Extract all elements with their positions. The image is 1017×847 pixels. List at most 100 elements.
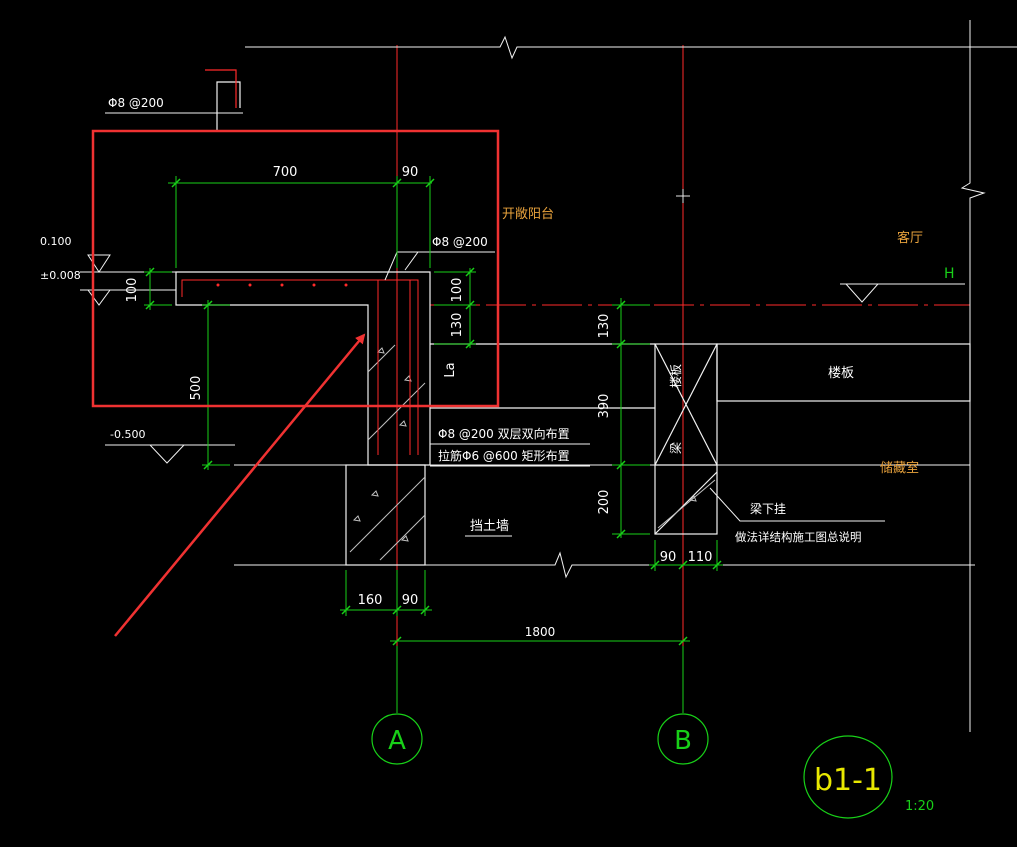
dim-130-mid: 130 bbox=[597, 314, 612, 339]
axis-bubbles bbox=[371, 713, 893, 819]
tick bbox=[171, 178, 181, 188]
annotation-text: Φ8 @200 开敞阳台 Φ8 @200 Φ8 @200 双层双向布置 拉筋Φ6… bbox=[40, 96, 955, 544]
level-h-label: H bbox=[944, 266, 955, 282]
dim-500: 500 bbox=[189, 376, 204, 401]
rebar-note-2: 拉筋Φ6 @600 矩形布置 bbox=[438, 448, 570, 463]
hatch-tri-6 bbox=[688, 495, 697, 502]
rebar-slab-top bbox=[181, 279, 419, 455]
detail-id-label: b1-1 bbox=[814, 763, 882, 798]
top-break-line bbox=[245, 35, 1017, 60]
balcony-label: 开敞阳台 bbox=[502, 206, 554, 222]
axis-bubble-text: A B bbox=[388, 726, 692, 756]
top-hook-red bbox=[205, 69, 237, 108]
level-marker-010 bbox=[87, 254, 111, 273]
beam-diag-2 bbox=[654, 343, 718, 466]
rebar-slab-label: Φ8 @200 bbox=[432, 235, 488, 249]
axis-bubble-a bbox=[371, 713, 423, 765]
tick bbox=[465, 300, 475, 310]
rebar-dot bbox=[216, 283, 220, 287]
dimension-text: 700 90 100 100 130 500 130 390 200 160 9… bbox=[125, 165, 712, 639]
rebar-lines bbox=[181, 279, 419, 455]
scale-label: 1:20 bbox=[905, 799, 934, 814]
dim-90-top: 90 bbox=[402, 165, 419, 180]
hatch-tri-1 bbox=[376, 347, 385, 354]
rebar-dot bbox=[312, 283, 316, 287]
level-marker-h bbox=[844, 283, 880, 303]
leader-lines bbox=[105, 112, 885, 537]
hatch-tri-5 bbox=[400, 535, 409, 542]
dim-700: 700 bbox=[273, 165, 298, 180]
beam-note-label: 梁下挂 bbox=[750, 501, 786, 516]
retaining-wall-block bbox=[345, 464, 426, 566]
tick bbox=[203, 460, 213, 470]
dim-1800: 1800 bbox=[525, 625, 556, 639]
axis-a-label: A bbox=[388, 726, 406, 756]
tick bbox=[392, 636, 402, 646]
level-marker-0008 bbox=[87, 289, 111, 306]
hatch-5 bbox=[657, 479, 716, 529]
tick bbox=[650, 560, 660, 570]
leader-slab-rebar bbox=[384, 251, 495, 281]
tick bbox=[678, 560, 688, 570]
rebar-dot bbox=[248, 283, 252, 287]
tick bbox=[616, 300, 626, 310]
floor-slab-vertical-label: 楼板 bbox=[668, 364, 683, 388]
balcony-slab-outline bbox=[175, 271, 431, 466]
dim-110: 110 bbox=[688, 550, 713, 565]
dim-90-bottom: 90 bbox=[402, 593, 419, 608]
dim-130-right: 130 bbox=[450, 313, 465, 338]
hatch-3 bbox=[349, 476, 426, 553]
level-label-0008: ±0.008 bbox=[40, 269, 81, 282]
highlight-box bbox=[91, 129, 500, 408]
floor-slab-label: 楼板 bbox=[828, 366, 854, 381]
dim-90-beam: 90 bbox=[660, 550, 677, 565]
dim-160: 160 bbox=[358, 593, 383, 608]
right-break-line bbox=[960, 20, 986, 732]
dim-100-right: 100 bbox=[450, 278, 465, 303]
hatch-tri-4 bbox=[370, 490, 379, 497]
level-label-minus05: -0.500 bbox=[110, 428, 145, 441]
tick bbox=[145, 267, 155, 277]
beam-diag-3 bbox=[654, 471, 718, 535]
tick bbox=[712, 560, 722, 570]
retaining-wall-label: 挡土墙 bbox=[470, 519, 509, 534]
level-label-010: 0.100 bbox=[40, 235, 72, 248]
hatch-4 bbox=[379, 514, 426, 561]
detail-bubble bbox=[803, 735, 893, 819]
tick bbox=[341, 605, 351, 615]
tick bbox=[616, 529, 626, 539]
la-label: La bbox=[443, 362, 458, 377]
rebar-dot bbox=[280, 283, 284, 287]
axis-lines bbox=[396, 45, 970, 705]
tick bbox=[392, 178, 402, 188]
tick bbox=[425, 178, 435, 188]
cursor-icon bbox=[676, 189, 690, 203]
axis-b-label: B bbox=[674, 726, 692, 756]
highlight-arrow bbox=[114, 333, 366, 637]
tick bbox=[465, 267, 475, 277]
hatch-tri-7 bbox=[352, 515, 361, 522]
storage-room-label: 储藏室 bbox=[880, 460, 919, 476]
hatch-1 bbox=[367, 344, 396, 373]
tick bbox=[616, 460, 626, 470]
leader-beam-note bbox=[709, 487, 885, 522]
tick bbox=[203, 300, 213, 310]
floor-slab-rect bbox=[716, 343, 971, 402]
tick bbox=[465, 339, 475, 349]
rebar-dot bbox=[344, 283, 348, 287]
beam-vertical-label: 梁 bbox=[668, 442, 683, 454]
beam-box bbox=[654, 343, 718, 535]
dim-390: 390 bbox=[597, 394, 612, 419]
tick bbox=[145, 300, 155, 310]
detail-note-label: 做法详结构施工图总说明 bbox=[735, 530, 862, 544]
rebar-note-1: Φ8 @200 双层双向布置 bbox=[438, 426, 570, 441]
dimension-ticks bbox=[145, 178, 722, 646]
level-marker-minus05 bbox=[148, 444, 186, 464]
structure-outlines bbox=[175, 69, 971, 566]
top-hook bbox=[216, 81, 241, 130]
rebar-dots bbox=[216, 283, 348, 287]
tick bbox=[420, 605, 430, 615]
tick bbox=[616, 339, 626, 349]
dim-200: 200 bbox=[597, 490, 612, 515]
